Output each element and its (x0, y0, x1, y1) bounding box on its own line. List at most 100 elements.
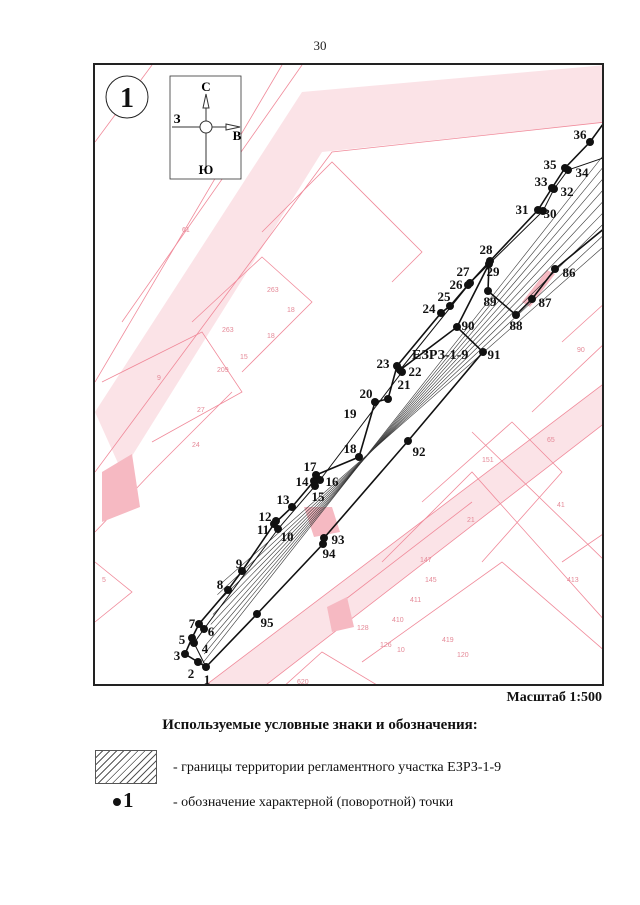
point-label: 34 (576, 165, 590, 180)
page-number: 30 (313, 38, 327, 53)
point-marker-icon (485, 260, 493, 268)
parcel-label: 145 (425, 577, 437, 584)
hatch-line (206, 179, 602, 645)
point-label: 22 (409, 364, 422, 379)
point-92: 92 (404, 437, 426, 459)
point-label: 17 (304, 459, 318, 474)
point-23: 23 (377, 356, 401, 371)
point-label: 88 (510, 318, 524, 333)
point-91: 91 (479, 347, 501, 362)
parcel-label: 620 (297, 679, 309, 686)
point-marker-icon (384, 395, 392, 403)
point-marker-icon (195, 620, 203, 628)
parcel-label: 41 (557, 502, 565, 509)
point-label: 35 (544, 157, 558, 172)
point-label: 30 (544, 206, 557, 221)
point-marker-icon (253, 610, 261, 618)
point-86: 86 (551, 265, 576, 280)
parcel-label: 209 (217, 367, 229, 374)
point-marker-icon (355, 453, 363, 461)
parcel-boundary (421, 421, 563, 563)
point-15: 15 (311, 482, 325, 504)
point-1: 1 (202, 663, 211, 686)
point-marker-icon (194, 658, 202, 666)
point-label: 28 (480, 242, 494, 257)
parcel-label: 263 (222, 327, 234, 334)
point-6: 6 (200, 624, 215, 639)
point-27: 27 (457, 264, 474, 287)
map-scale: Масштаб 1:500 (506, 690, 602, 705)
compass-south: Ю (199, 162, 214, 177)
point-29: 29 (485, 260, 500, 279)
point-marker-icon (224, 586, 232, 594)
point-label: 36 (574, 127, 588, 142)
point-label: 16 (326, 474, 340, 489)
parcel-boundary (261, 161, 423, 283)
point-label: 12 (259, 509, 272, 524)
point-marker-icon (312, 471, 320, 479)
legend-point-number: 1 (123, 788, 134, 812)
point-marker-icon (446, 302, 454, 310)
parcel-label: 21 (467, 517, 475, 524)
point-label: 27 (457, 264, 471, 279)
parcel-label: 147 (420, 557, 432, 564)
point-label: 14 (296, 474, 310, 489)
point-label: 15 (312, 489, 326, 504)
point-19: 19 (344, 398, 379, 421)
point-marker-icon (437, 309, 445, 317)
point-marker-icon (311, 482, 319, 490)
point-label: 18 (344, 441, 358, 456)
point-93: 93 (320, 532, 345, 547)
point-95: 95 (253, 610, 274, 630)
point-33: 33 (535, 174, 556, 192)
point-label: 32 (561, 184, 574, 199)
east-arrow-icon (225, 123, 241, 131)
highlight-area (102, 454, 140, 522)
parcel-label: 10 (397, 647, 405, 654)
parcel-boundary (266, 424, 602, 684)
highlight-area (327, 597, 354, 632)
compass-west: З (174, 111, 181, 126)
point-label: 92 (413, 444, 426, 459)
point-marker-icon (453, 323, 461, 331)
point-90: 90 (453, 318, 475, 333)
point-label: 1 (204, 672, 211, 686)
point-label: 4 (202, 641, 209, 656)
parcel-boundary (381, 471, 602, 619)
legend-point-symbol: 1 (113, 788, 134, 813)
point-label: 2 (188, 666, 195, 681)
point-marker-icon (371, 398, 379, 406)
point-label: 94 (323, 546, 337, 561)
point-label: 93 (332, 532, 346, 547)
hatch-line (219, 247, 602, 586)
point-marker-icon (586, 138, 594, 146)
point-label: 10 (281, 529, 294, 544)
point-20: 20 (360, 386, 392, 403)
legend-hatch-symbol (95, 750, 157, 784)
point-17: 17 (304, 459, 320, 479)
parcel-label: 27 (197, 407, 205, 414)
parcel-label: 65 (547, 437, 555, 444)
parcel-boundary (95, 122, 602, 473)
point-87: 87 (528, 295, 552, 310)
point-marker-icon (484, 287, 492, 295)
point-marker-icon (561, 164, 569, 172)
point-label: 3 (174, 648, 181, 663)
point-25: 25 (438, 289, 454, 310)
point-94: 94 (319, 540, 336, 561)
point-marker-icon (548, 184, 556, 192)
parcel-label: 128 (357, 625, 369, 632)
compass: С Ю В З (169, 75, 242, 180)
zone-hatching (201, 156, 602, 665)
parcel-boundary (206, 384, 602, 684)
point-label: 86 (563, 265, 577, 280)
compass-east: В (233, 128, 242, 143)
parcel-boundary (101, 331, 243, 443)
point-marker-icon (238, 567, 246, 575)
point-label: 11 (257, 522, 269, 537)
legend-title: Используемые условные знаки и обозначени… (162, 717, 478, 733)
parcel-boundary (121, 65, 303, 323)
